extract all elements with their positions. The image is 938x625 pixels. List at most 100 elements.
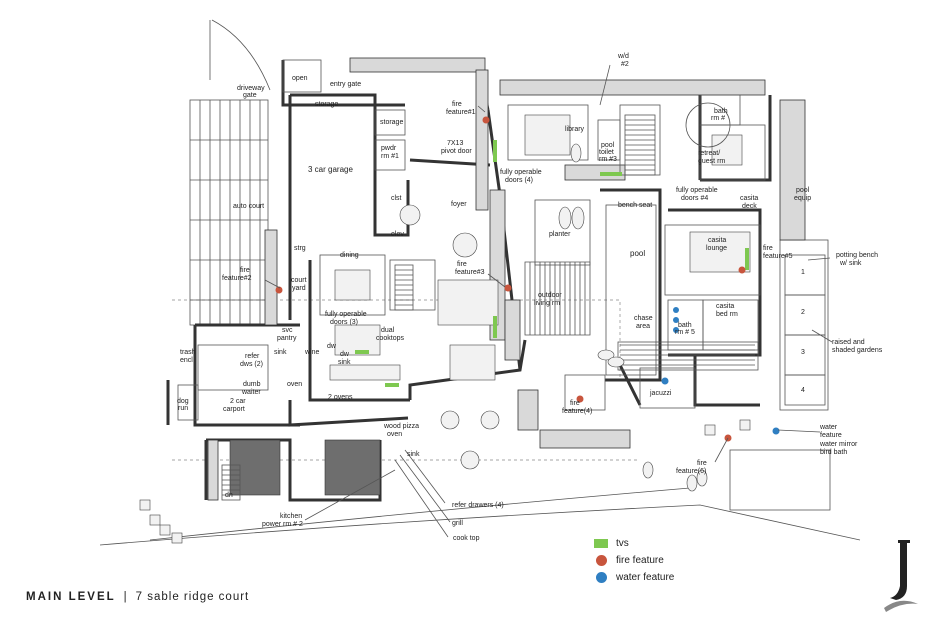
label-pool-equip-b: equip bbox=[794, 195, 811, 202]
label-pwdr-rm: rm #1 bbox=[381, 153, 399, 160]
label-fire-2b: feature#2 bbox=[222, 275, 252, 282]
label-storage-2: storage bbox=[380, 119, 403, 126]
label-two-ovens: 2 ovens bbox=[328, 394, 353, 401]
label-fod-4: fully operable bbox=[500, 169, 542, 176]
label-dog-run: run bbox=[178, 405, 188, 412]
label-clst: clst bbox=[391, 195, 402, 202]
tv-marker bbox=[493, 140, 497, 162]
label-potting-b: w/ sink bbox=[839, 260, 862, 267]
label-pizza: wood pizza bbox=[383, 423, 419, 430]
label-garden-1: 1 bbox=[801, 269, 805, 276]
label-fod-3b: doors (3) bbox=[330, 319, 358, 326]
label-pool-toilet: pool bbox=[601, 142, 615, 149]
label-kitchen: kitchen bbox=[280, 513, 302, 520]
label-entry-gate: entry gate bbox=[330, 81, 361, 88]
label-fire-5b: feature#5 bbox=[763, 253, 793, 260]
pool-area bbox=[617, 341, 759, 409]
label-storage: storage bbox=[315, 101, 338, 108]
label-garden-3: 3 bbox=[801, 349, 805, 356]
label-dual-cooktops: cooktops bbox=[376, 335, 405, 342]
label-driveway: driveway bbox=[237, 85, 265, 92]
water-feature-marker bbox=[673, 317, 679, 323]
plan-title: MAIN LEVEL|7 sable ridge court bbox=[26, 591, 249, 603]
tv-marker bbox=[385, 383, 399, 387]
tv-marker bbox=[355, 350, 369, 354]
label-bath-4: bath bbox=[714, 108, 728, 115]
lounge-chairs bbox=[139, 143, 751, 544]
label-wine: wine bbox=[304, 349, 320, 356]
label-fire-6: fire bbox=[697, 460, 707, 467]
water-feature-marker bbox=[673, 327, 679, 333]
label-casita-deck-b: deck bbox=[742, 203, 757, 210]
label-gardens: raised and bbox=[832, 339, 865, 346]
label-auto-court: auto court bbox=[233, 203, 264, 210]
label-casita-deck: casita bbox=[740, 195, 758, 202]
label-fire-3: fire bbox=[457, 261, 467, 268]
label-fire-5: fire bbox=[763, 245, 773, 252]
fire-feature-marker bbox=[576, 395, 584, 403]
label-fire-3b: feature#3 bbox=[455, 269, 485, 276]
label-pool-equip: pool bbox=[796, 187, 810, 194]
label-garden-2: 2 bbox=[801, 309, 805, 316]
water-feature-marker bbox=[661, 377, 669, 385]
label-pivot-size: 7X13 bbox=[447, 140, 463, 147]
label-chase-b: area bbox=[636, 323, 650, 330]
label-outdoor-b: living rm bbox=[534, 300, 560, 307]
label-pool-toilet-c: rm #3 bbox=[599, 156, 617, 163]
legend-swatch bbox=[596, 572, 607, 583]
label-trash-encl: encl bbox=[180, 357, 193, 364]
label-carport-b: carport bbox=[223, 406, 245, 413]
structures bbox=[207, 57, 806, 501]
label-dining: dining bbox=[340, 252, 359, 259]
tv-marker bbox=[600, 172, 622, 176]
label-grill: grill bbox=[452, 520, 463, 527]
stairs bbox=[221, 114, 656, 501]
label-fod-3: fully operable bbox=[325, 311, 367, 318]
j-logo bbox=[884, 540, 918, 612]
features bbox=[275, 116, 780, 442]
label-fod-4-casita-b: doors #4 bbox=[681, 195, 708, 202]
label-refer-drawers: refer drawers (4) bbox=[452, 502, 504, 509]
label-elev: elev bbox=[391, 231, 404, 238]
label-potting: potting bench bbox=[836, 252, 878, 259]
rooms bbox=[177, 59, 826, 470]
label-pwdr: pwdr bbox=[381, 145, 397, 152]
auto-court-grid bbox=[189, 99, 269, 326]
address: 7 sable ridge court bbox=[135, 591, 250, 603]
legend-swatch bbox=[596, 555, 607, 566]
label-sink-1: sink bbox=[274, 349, 287, 356]
label-fire-4: fire bbox=[570, 400, 580, 407]
tv-marker bbox=[493, 316, 497, 338]
label-casita-bed: casita bbox=[716, 303, 734, 310]
label-court-yard: court bbox=[291, 277, 307, 284]
label-casita-lounge-b: lounge bbox=[706, 245, 727, 252]
label-cook-top: cook top bbox=[453, 535, 480, 542]
label-bath-5b: rm # 5 bbox=[675, 329, 695, 336]
label-fire-2: fire bbox=[240, 267, 250, 274]
legend-label: fire feature bbox=[616, 555, 664, 566]
label-dumb: dumb bbox=[243, 381, 261, 388]
label-water-feature: water bbox=[819, 424, 838, 431]
label-bath-5: bath bbox=[678, 322, 692, 329]
label-wd-2: #2 bbox=[621, 61, 629, 68]
tv-marker bbox=[745, 248, 749, 270]
level-name: MAIN LEVEL bbox=[26, 591, 116, 603]
label-garden-4: 4 bbox=[801, 387, 805, 394]
label-foyer: foyer bbox=[451, 201, 467, 208]
label-dw-2: dw bbox=[340, 351, 350, 358]
label-refer: refer bbox=[245, 353, 260, 360]
label-dn: dn bbox=[225, 492, 233, 499]
label-fire-1b: feature#1 bbox=[446, 109, 476, 116]
label-fire-6b: feature(6) bbox=[676, 468, 706, 475]
label-planter: planter bbox=[549, 231, 571, 238]
fire-feature-marker bbox=[738, 266, 746, 274]
legend-swatch bbox=[594, 539, 608, 548]
label-svc: svc bbox=[282, 327, 293, 334]
fire-feature-marker bbox=[275, 286, 283, 294]
label-dual: dual bbox=[381, 327, 395, 334]
label-dog: dog bbox=[177, 398, 189, 405]
fire-feature-marker bbox=[504, 284, 512, 292]
label-outdoor: outdoor bbox=[538, 292, 562, 299]
